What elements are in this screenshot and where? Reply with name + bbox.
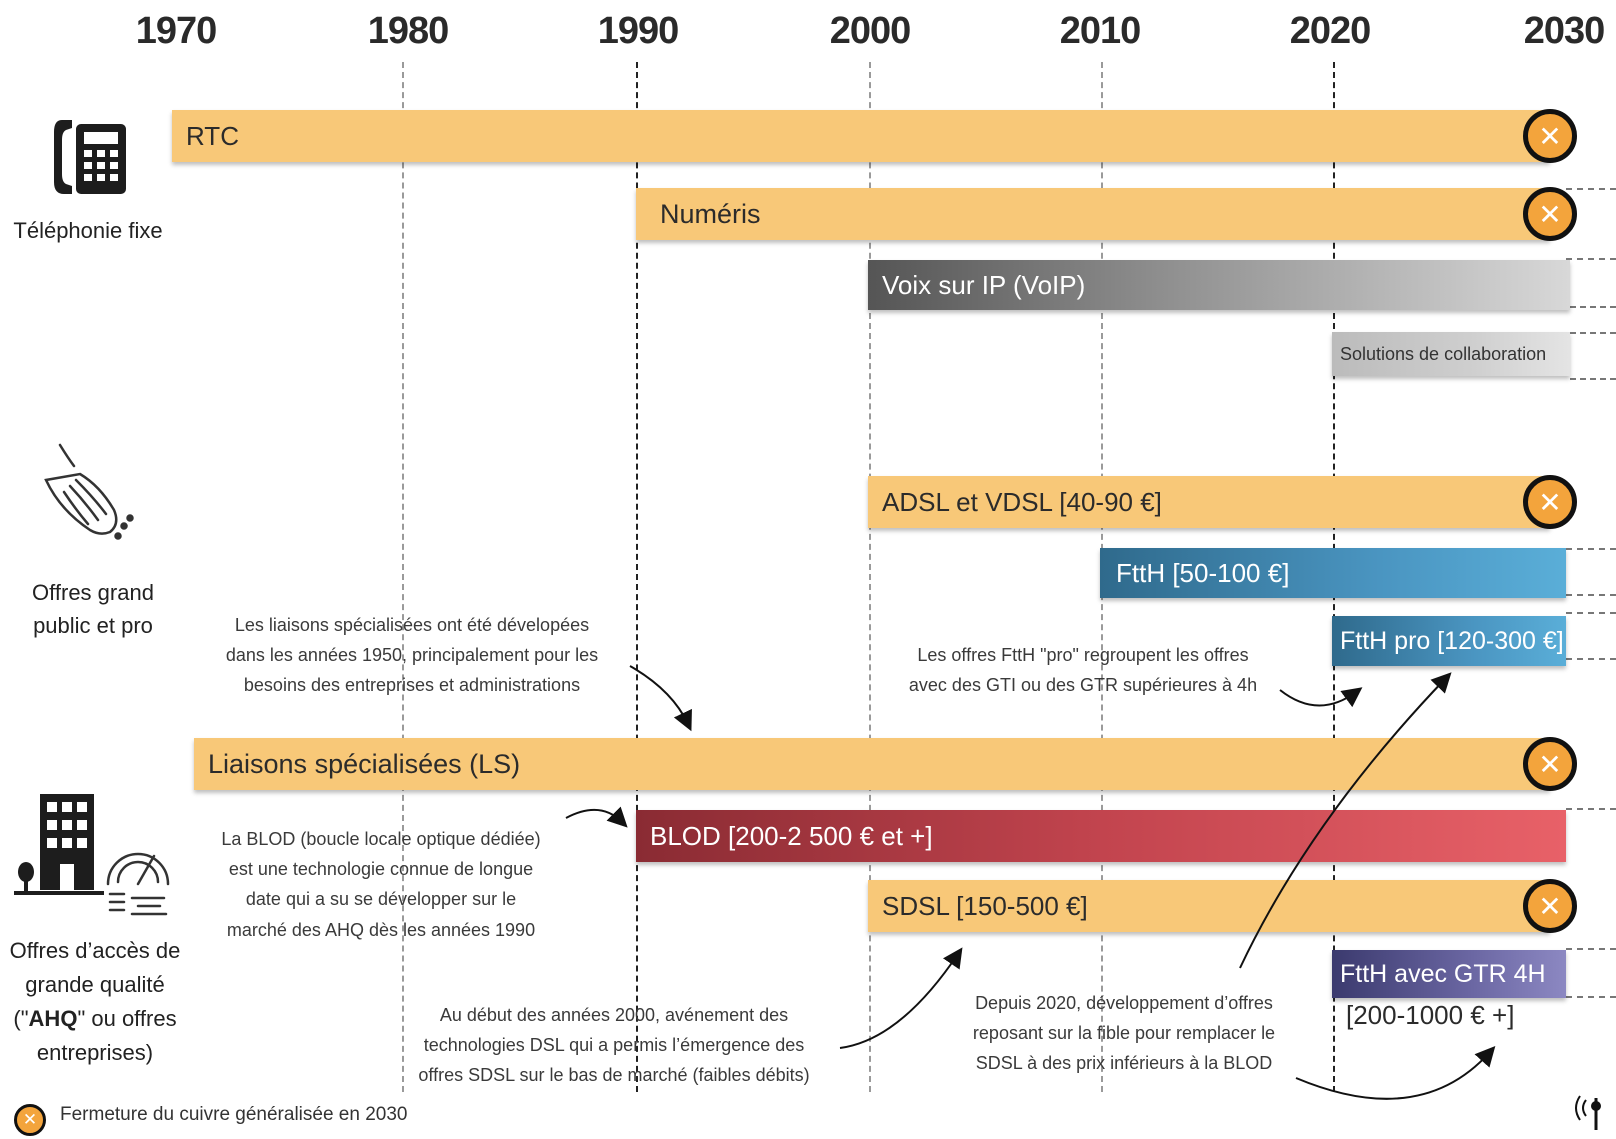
gridline-2000 [869, 62, 871, 1092]
note-ls-line1: Les liaisons spécialisées ont été dévelo… [234, 615, 590, 635]
note-dsl: Au début des années 2000, avénement des … [398, 1000, 830, 1091]
speedometer-icon [104, 836, 172, 920]
bar-collab: Solutions de collaboration [1332, 332, 1570, 376]
category-ahq-line2: grande qualité [25, 972, 165, 998]
category-ahq-label: Offres d’accès de grande qualité ("AHQ" … [0, 934, 190, 1070]
note-dsl-line1: Au début des années 2000, avénement des [439, 1005, 789, 1025]
year-2000: 2000 [829, 10, 912, 52]
building-icon [14, 794, 104, 898]
bar-sdsl-label: SDSL [150-500 €] [882, 890, 1088, 921]
extension-line [1566, 258, 1616, 260]
bar-numeris-label: Numéris [660, 198, 761, 229]
category-grand-public-label: Offres grand public et pro [0, 576, 186, 642]
note-dsl-line3: offres SDSL sur le bas de marché (faible… [418, 1065, 810, 1086]
year-2010: 2010 [1059, 10, 1142, 52]
arrow-ls [629, 665, 692, 732]
extension-line [1566, 594, 1616, 596]
note-fibre-line2: reposant sur la fible pour remplacer le [972, 1023, 1276, 1044]
year-1990: 1990 [597, 10, 680, 52]
extension-line [1566, 658, 1616, 660]
note-blod-line3: date qui a su se développer sur le [245, 889, 517, 910]
year-2020: 2020 [1289, 10, 1372, 52]
category-ahq-line4: entreprises) [36, 1040, 154, 1066]
bar-ftth-gtr-price: [200-1000 € +] [1346, 1000, 1515, 1030]
extension-line [1566, 996, 1616, 998]
year-1980: 1980 [367, 10, 450, 52]
fiber-cable-icon [40, 440, 140, 540]
close-mark-icon: ✕ [1523, 737, 1577, 791]
arrow-fibre-up [1239, 672, 1452, 969]
note-ftth-pro-line2: avec des GTI ou des GTR supérieures à 4h [908, 675, 1258, 696]
bar-sdsl: SDSL [150-500 €] [868, 880, 1550, 932]
note-fibre-line3: SDSL à des prix inférieurs à la BLOD [975, 1053, 1273, 1074]
extension-line [1570, 306, 1616, 308]
extension-line [1566, 548, 1616, 550]
extension-line [1566, 612, 1616, 614]
category-ahq-prefix: (" [13, 1006, 29, 1032]
antenna-icon [1570, 1090, 1616, 1134]
extension-line [1566, 808, 1616, 810]
arrow-blod [565, 806, 628, 828]
note-fibre-line1: Depuis 2020, développement d’offres [975, 993, 1273, 1013]
bar-rtc: RTC [172, 110, 1550, 162]
bar-ls: Liaisons spécialisées (LS) [194, 738, 1550, 790]
category-grand-public-line2: public et pro [33, 613, 153, 638]
arrow-ftth-pro [1279, 687, 1363, 708]
bar-ftth-pro: FttH pro [120-300 €] [1332, 616, 1566, 666]
bar-collab-label: Solutions de collaboration [1340, 343, 1547, 364]
extension-line [1566, 948, 1616, 950]
extension-line [1570, 378, 1616, 380]
bar-voip-label: Voix sur IP (VoIP) [882, 269, 1086, 300]
note-ftth-pro-line1: Les offres FttH "pro" regroupent les off… [917, 645, 1249, 665]
note-ls-line3: besoins des entreprises et administratio… [243, 675, 581, 696]
arrow-dsl [839, 947, 963, 1049]
legend-text: Fermeture du cuivre généralisée en 2030 [60, 1104, 408, 1125]
note-blod-line4: marché des AHQ dès les années 1990 [226, 919, 536, 940]
phone-icon [52, 112, 132, 200]
bar-rtc-label: RTC [186, 120, 239, 151]
gridline-1980 [402, 62, 404, 1092]
bar-blod-label: BLOD [200-2 500 € et +] [650, 820, 933, 851]
note-ls-line2: dans les années 1950, principalement pou… [225, 645, 599, 666]
category-grand-public-line1: Offres grand [32, 580, 154, 605]
note-ftth-pro: Les offres FttH "pro" regroupent les off… [888, 640, 1278, 700]
bar-ftth: FttH [50-100 €] [1100, 548, 1566, 598]
bar-ftth-label: FttH [50-100 €] [1116, 557, 1290, 588]
bar-adsl-label: ADSL et VDSL [40-90 €] [882, 486, 1162, 517]
note-fibre: Depuis 2020, développement d’offres repo… [944, 988, 1304, 1079]
note-dsl-line2: technologies DSL qui a permis l’émergenc… [423, 1035, 805, 1056]
close-mark-icon: ✕ [1523, 109, 1577, 163]
category-ahq-line3: ("AHQ" ou offres [0, 1002, 190, 1036]
note-ls: Les liaisons spécialisées ont été dévelo… [196, 610, 628, 701]
bar-ftth-pro-label: FttH pro [120-300 €] [1340, 626, 1564, 655]
category-telephonie-label: Téléphonie fixe [13, 218, 163, 243]
bar-ls-label: Liaisons spécialisées (LS) [208, 748, 521, 779]
year-1970: 1970 [135, 10, 218, 52]
close-mark-icon: ✕ [1523, 879, 1577, 933]
legend-close-icon: ✕ [14, 1104, 46, 1136]
bar-voip: Voix sur IP (VoIP) [868, 260, 1570, 310]
arrow-fibre-down [1295, 1046, 1496, 1100]
bar-adsl: ADSL et VDSL [40-90 €] [868, 476, 1550, 528]
category-ahq-bold: AHQ [28, 1006, 78, 1032]
note-blod-line2: est une technologie connue de longue [228, 859, 534, 880]
gridline-1990 [636, 62, 638, 1092]
note-blod-line1: La BLOD (boucle locale optique dédiée) [221, 829, 541, 849]
category-ahq-suffix: " ou offres [77, 1006, 177, 1032]
category-ahq-line1: Offres d’accès de [9, 938, 181, 963]
bar-blod: BLOD [200-2 500 € et +] [636, 810, 1566, 862]
bar-ftth-gtr: FttH avec GTR 4H [1332, 950, 1566, 998]
bar-ftth-gtr-label: FttH avec GTR 4H [1340, 959, 1546, 988]
bar-numeris: Numéris [636, 188, 1550, 240]
extension-line [1566, 188, 1616, 190]
year-2030: 2030 [1523, 10, 1606, 52]
close-mark-icon: ✕ [1523, 187, 1577, 241]
close-mark-icon: ✕ [1523, 475, 1577, 529]
note-blod: La BLOD (boucle locale optique dédiée) e… [196, 824, 566, 945]
extension-line [1570, 332, 1616, 334]
